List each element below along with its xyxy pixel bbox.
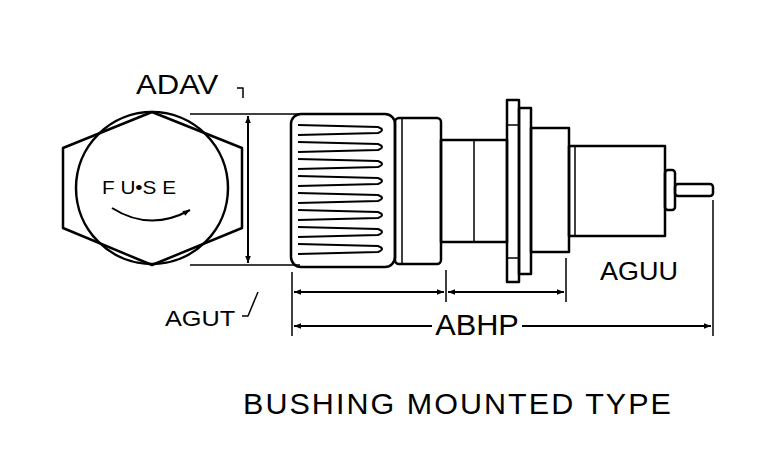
knurl-flute xyxy=(298,227,382,237)
dimension-line xyxy=(448,291,564,293)
rear-body xyxy=(531,128,569,252)
housing-edge xyxy=(574,146,576,236)
terminal-pin xyxy=(675,184,713,196)
dimension-label: AGUU xyxy=(600,259,678,284)
extension-line xyxy=(190,113,300,115)
knurl-flute xyxy=(298,176,382,186)
nut-edge xyxy=(507,257,519,259)
turn-arrow xyxy=(112,208,190,221)
knurl-flutes xyxy=(298,125,382,254)
leader-line xyxy=(242,292,258,316)
face-marking: F U•S E xyxy=(102,179,176,197)
cap-ring xyxy=(395,118,441,264)
extension-line xyxy=(712,200,714,336)
bushing xyxy=(441,140,507,242)
knurl-flute xyxy=(298,193,382,203)
knurled-cap xyxy=(291,114,395,267)
knurl-flute xyxy=(298,244,382,254)
knurl-flute xyxy=(298,125,382,135)
bushing-edge xyxy=(473,140,475,242)
leader-line xyxy=(237,88,243,98)
washer xyxy=(519,108,531,274)
panel-nut xyxy=(507,100,519,282)
drawing-caption: BUSHING MOUNTED TYPE xyxy=(243,389,673,419)
dimension-label: ADAV xyxy=(136,72,218,99)
cap-circle xyxy=(76,112,228,264)
dimension-line xyxy=(294,291,444,293)
knurl-flute xyxy=(298,159,382,169)
rear-housing xyxy=(569,146,665,236)
extension-line xyxy=(291,272,293,336)
terminal-base xyxy=(665,170,675,210)
dimension-line xyxy=(247,116,249,263)
hex-face xyxy=(63,112,242,265)
knurl-flute xyxy=(298,142,382,152)
ring-edge xyxy=(401,118,403,264)
extension-line xyxy=(565,258,567,302)
nut-edge xyxy=(507,124,519,126)
dimension-label: AGUT xyxy=(165,308,235,330)
extension-line xyxy=(190,264,300,266)
extension-line xyxy=(445,270,447,302)
dimension-label: ABHP xyxy=(432,311,522,340)
knurl-flute xyxy=(298,210,382,220)
